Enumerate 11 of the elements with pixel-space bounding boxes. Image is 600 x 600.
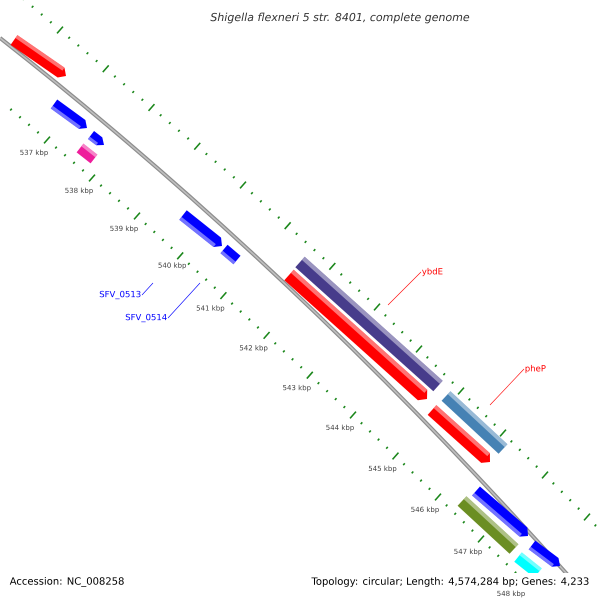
leader-line xyxy=(168,282,200,318)
leader-line xyxy=(388,272,422,306)
gene-label: pheP xyxy=(526,364,546,374)
leader-line xyxy=(490,368,524,406)
title: Shigella flexneri 5 str. 8401, complete genome xyxy=(210,12,470,24)
gene-label: SFV_0513 xyxy=(100,290,140,300)
leader-line xyxy=(142,282,154,296)
gene-label: ybdE xyxy=(422,268,442,276)
genome-info-text: Topology: circular; Length: 4,574,284 bp; Genes: 4,233 xyxy=(311,577,589,587)
gene-label: SFV_0514 xyxy=(126,314,167,322)
accession-text: Accession: NC_008258 xyxy=(10,577,124,587)
